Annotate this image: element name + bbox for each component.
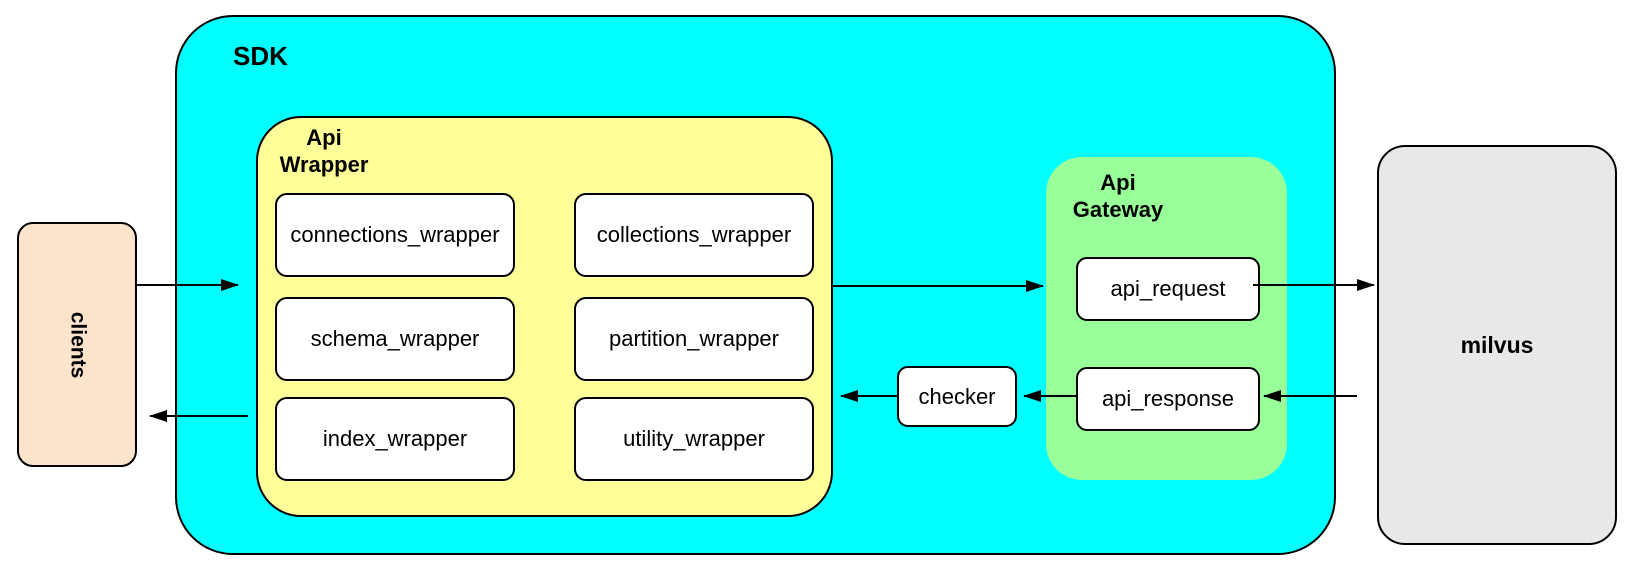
node-clients: clients: [17, 222, 137, 467]
sdk-label: SDK: [233, 41, 288, 71]
api-gateway-label-line1: Api: [1100, 170, 1136, 195]
node-connections-wrapper: connections_wrapper: [275, 193, 515, 277]
api-wrapper-label: Api Wrapper: [258, 124, 390, 178]
node-collections-wrapper: collections_wrapper: [574, 193, 814, 277]
node-checker: checker: [897, 366, 1017, 427]
api-gateway-label-line2: Gateway: [1072, 197, 1164, 222]
node-schema-wrapper: schema_wrapper: [275, 297, 515, 381]
node-milvus: milvus: [1377, 145, 1617, 545]
node-index-wrapper: index_wrapper: [275, 397, 515, 481]
node-api-wrapper: Api Wrapper connections_wrapper collecti…: [256, 116, 833, 517]
node-utility-wrapper: utility_wrapper: [574, 397, 814, 481]
api-wrapper-label-line1: Api: [306, 125, 342, 150]
node-api-request: api_request: [1076, 257, 1260, 321]
api-wrapper-label-line2: Wrapper: [279, 152, 369, 177]
node-api-response: api_response: [1076, 367, 1260, 431]
milvus-label: milvus: [1460, 331, 1534, 358]
api-gateway-label: Api Gateway: [1048, 169, 1188, 223]
node-api-gateway: Api Gateway api_request api_response: [1046, 157, 1287, 480]
node-partition-wrapper: partition_wrapper: [574, 297, 814, 381]
clients-label: clients: [66, 311, 89, 378]
